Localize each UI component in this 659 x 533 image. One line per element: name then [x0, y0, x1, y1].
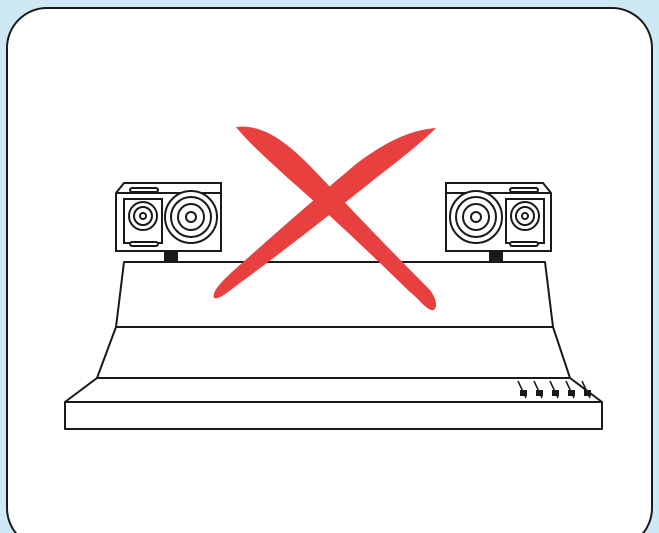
right-speaker-woofer-dust-cap	[471, 212, 481, 222]
fader-knob	[552, 390, 559, 396]
left-speaker-port-top	[130, 188, 158, 192]
left-speaker-stand	[165, 251, 177, 262]
right-speaker-port-top	[510, 188, 538, 192]
console-meter-bridge	[116, 262, 553, 327]
right-speaker-port-bottom	[510, 242, 538, 246]
fader-knob	[568, 390, 575, 396]
fader-knob	[520, 390, 527, 396]
mixing-console	[65, 262, 602, 429]
console-work-surface	[97, 327, 570, 378]
left-speaker-icon	[116, 183, 221, 262]
fader-knob	[584, 390, 591, 396]
right-speaker-stand	[490, 251, 502, 262]
left-speaker-port-bottom	[130, 242, 158, 246]
right-speaker-tweeter-dome	[522, 213, 528, 219]
left-speaker-tweeter-dome	[140, 213, 146, 219]
left-speaker-woofer-dust-cap	[186, 212, 196, 222]
fader-knob	[536, 390, 543, 396]
console-base	[65, 402, 602, 429]
right-speaker-icon	[446, 183, 551, 262]
